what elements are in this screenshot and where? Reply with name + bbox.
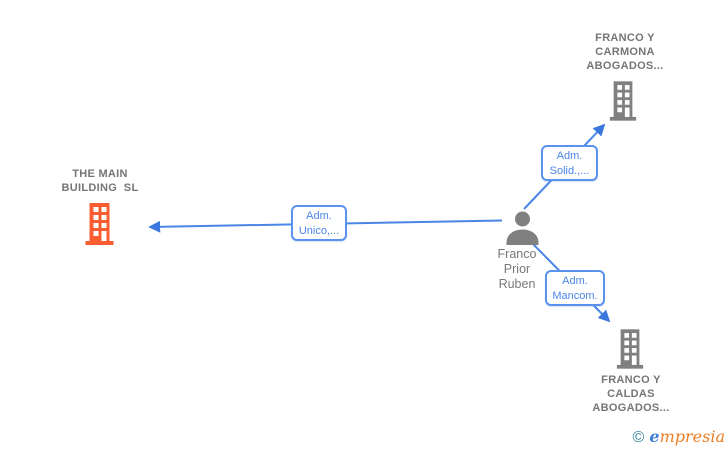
building-icon-caldas[interactable] [615,329,645,374]
node-label-caldas[interactable]: FRANCO Y CALDAS ABOGADOS... [592,374,670,414]
node-label-franco-prior-ruben[interactable]: Franco Prior Ruben [497,247,537,291]
edge-label-adm-solid: Adm. Solid.,... [541,145,598,181]
copyright-icon: © [632,429,645,446]
node-label-carmona[interactable]: FRANCO Y CARMONA ABOGADOS... [586,32,664,72]
node-label-main-building[interactable]: THE MAIN BUILDING SL [61,168,139,194]
empresia-logo-text: mpresia [659,427,725,446]
empresia-logo[interactable]: © empresia [633,428,725,447]
empresia-logo-initial: e [649,427,660,446]
edge-label-adm-mancom: Adm. Mancom. [545,270,605,306]
person-icon-franco-prior-ruben[interactable] [504,210,541,251]
edge-label-adm-unico: Adm. Unico,... [291,205,347,241]
building-icon-carmona[interactable] [608,81,638,126]
building-icon-main-building[interactable] [83,203,116,250]
